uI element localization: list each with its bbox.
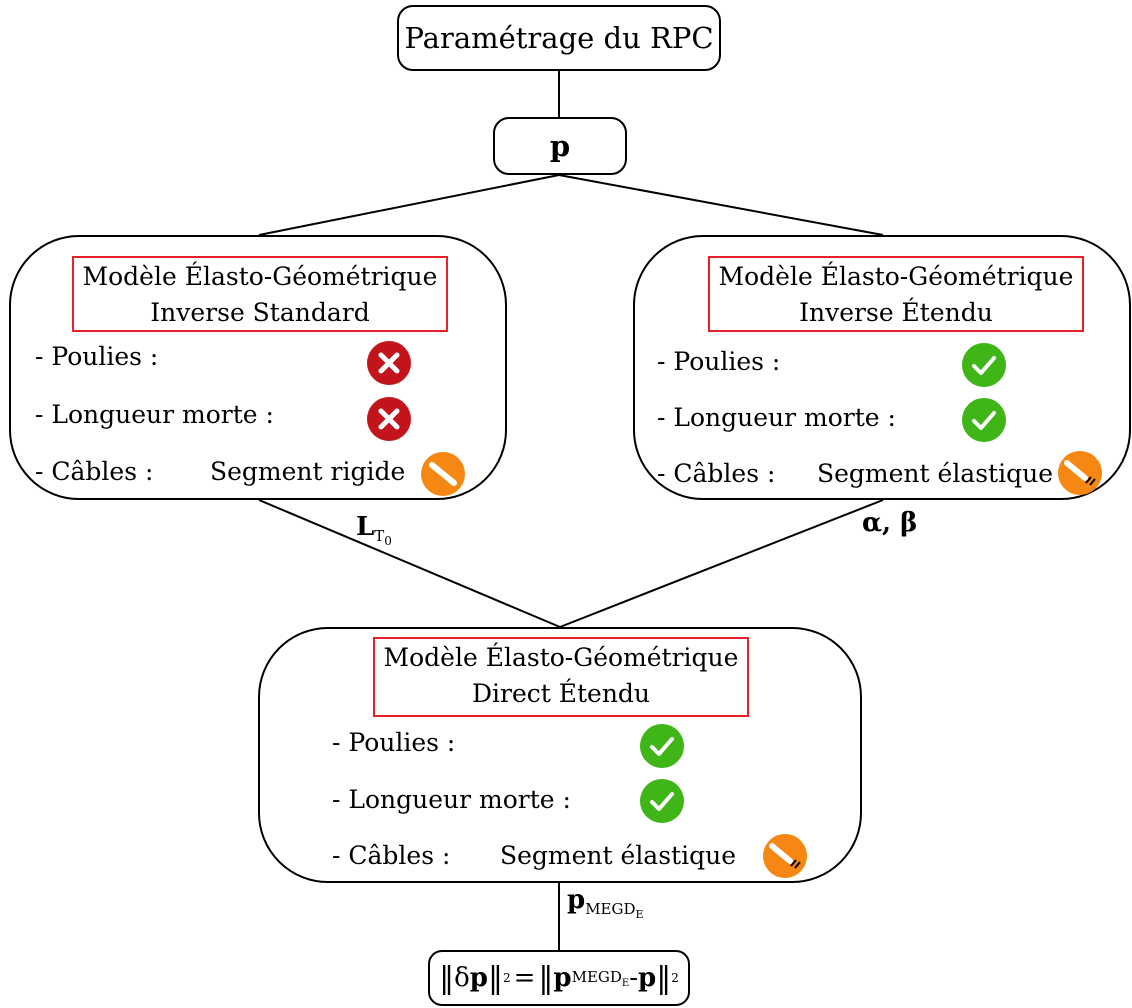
lt0-sub: T (374, 527, 385, 546)
model-title: Modèle Élasto-Géométrique Direct Étendu (373, 637, 749, 717)
edge-label-pmegd: pMEGDE (567, 885, 644, 921)
param-p-node: p (493, 117, 627, 175)
delta-symbol: δ (454, 963, 470, 993)
megd-sub: MEGD (571, 967, 622, 986)
cables-value: Segment élastique (817, 459, 1053, 488)
cross-icon (367, 341, 411, 385)
pulleys-label: - Poulies : (332, 728, 456, 757)
minus-sign: - (629, 963, 639, 993)
inverse-extended-model: Modèle Élasto-Géométrique Inverse Étendu… (633, 235, 1131, 500)
model-title-line2: Direct Étendu (471, 679, 651, 708)
check-icon (640, 724, 684, 768)
elastic-segment-icon (1058, 451, 1102, 495)
pulleys-label: - Poulies : (35, 342, 159, 371)
edge-label-alpha-beta: α, β (862, 508, 918, 538)
param-p-label: p (549, 129, 571, 163)
pmegd-subsub: E (635, 908, 644, 922)
equals-sign: = (513, 963, 536, 993)
check-icon (962, 398, 1006, 442)
check-icon (962, 343, 1006, 387)
dead-length-label: - Longueur morte : (35, 400, 274, 429)
inverse-standard-model: Modèle Élasto-Géométrique Inverse Standa… (9, 235, 507, 500)
model-title-line1: Modèle Élasto-Géométrique (718, 262, 1074, 291)
model-title: Modèle Élasto-Géométrique Inverse Standa… (72, 256, 448, 332)
model-title-line1: Modèle Élasto-Géométrique (383, 643, 739, 672)
elastic-segment-icon (763, 834, 807, 878)
p-symbol: p (469, 963, 488, 993)
check-icon (640, 779, 684, 823)
lt0-main: L (356, 512, 375, 542)
model-title-line2: Inverse Standard (150, 298, 370, 327)
p-megd-symbol: p (553, 963, 572, 993)
norm-sub-2: 2 (671, 971, 679, 985)
edge-right-to-bottom (559, 499, 884, 628)
edge-label-lt0: LT0 (356, 512, 392, 548)
pmegd-main: p (567, 885, 586, 915)
lt0-subsub: 0 (384, 534, 392, 549)
p-symbol-2: p (638, 963, 657, 993)
rigid-segment-icon (421, 452, 465, 496)
cables-label: - Câbles : (35, 457, 154, 486)
model-title-line2: Inverse Étendu (799, 298, 993, 327)
edge-p-to-right (558, 174, 884, 236)
rpc-parametrization-node: Paramétrage du RPC (397, 5, 721, 71)
dead-length-label: - Longueur morte : (657, 403, 896, 432)
cables-label: - Câbles : (332, 841, 451, 870)
megd-subsub: E (621, 977, 630, 989)
dead-length-label: - Longueur morte : (332, 785, 571, 814)
norm-sub: 2 (502, 971, 511, 985)
cables-value: Segment rigide (210, 457, 406, 486)
rpc-parametrization-label: Paramétrage du RPC (404, 21, 714, 55)
pmegd-sub: MEGD (585, 900, 636, 919)
direct-extended-model: Modèle Élasto-Géométrique Direct Étendu … (258, 627, 862, 883)
edge-left-to-bottom (258, 499, 561, 628)
cables-value: Segment élastique (500, 841, 736, 870)
edge-p-to-left (258, 174, 560, 236)
model-title: Modèle Élasto-Géométrique Inverse Étendu (708, 256, 1084, 332)
cross-icon (367, 397, 411, 441)
model-title-line1: Modèle Élasto-Géométrique (82, 262, 438, 291)
pulleys-label: - Poulies : (657, 347, 781, 376)
cables-label: - Câbles : (657, 459, 776, 488)
